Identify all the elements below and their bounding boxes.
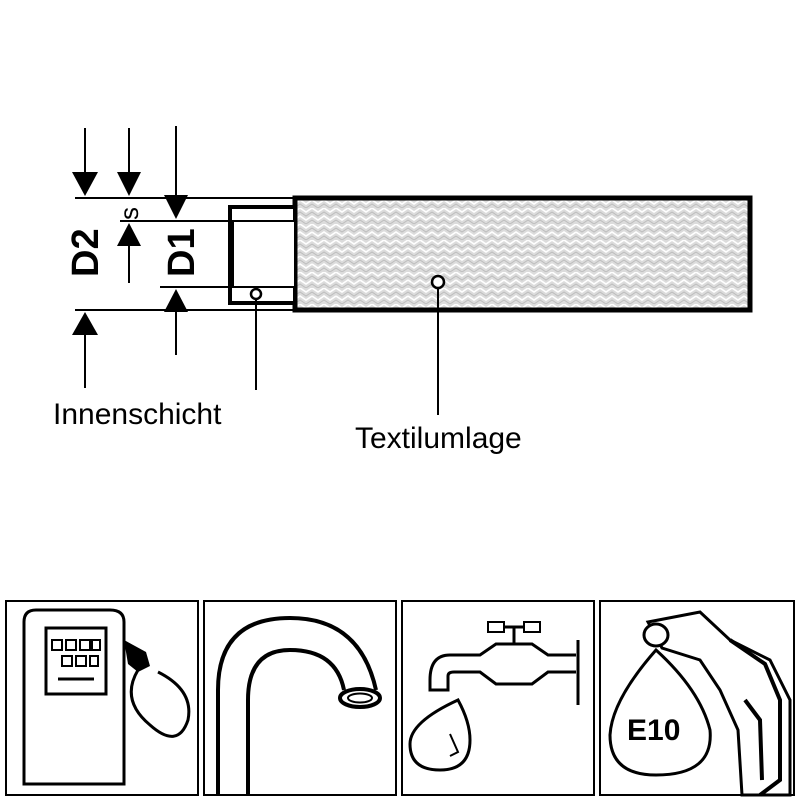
- d1-dimension-arrows: [164, 126, 188, 355]
- inner-layer-callout-dot: [249, 287, 263, 301]
- application-icons-row: E10: [5, 600, 795, 797]
- hose-cross-section: D2 D1 s Innenschicht Textilumlage: [53, 126, 753, 455]
- textile-braid-label: Textilumlage: [355, 422, 522, 455]
- d1-label: D1: [161, 228, 203, 277]
- water-tap-drop-icon: [401, 600, 595, 796]
- inner-layer-label: Innenschicht: [53, 398, 222, 431]
- fuel-nozzle-drop-icon: E10: [599, 600, 795, 797]
- wall-thickness-dimension-arrows: [117, 128, 141, 283]
- d2-dimension-arrows: [72, 128, 98, 388]
- textile-braid-layer: [292, 195, 753, 313]
- water-pipe-bend-icon: [203, 600, 397, 796]
- fuel-dispenser-icon: [5, 600, 199, 796]
- inner-layer-bore: [232, 220, 296, 288]
- textile-braid-callout-dot: [430, 274, 446, 290]
- e10-badge: E10: [627, 714, 680, 747]
- d2-label: D2: [65, 228, 107, 277]
- wall-thickness-label: s: [114, 207, 144, 220]
